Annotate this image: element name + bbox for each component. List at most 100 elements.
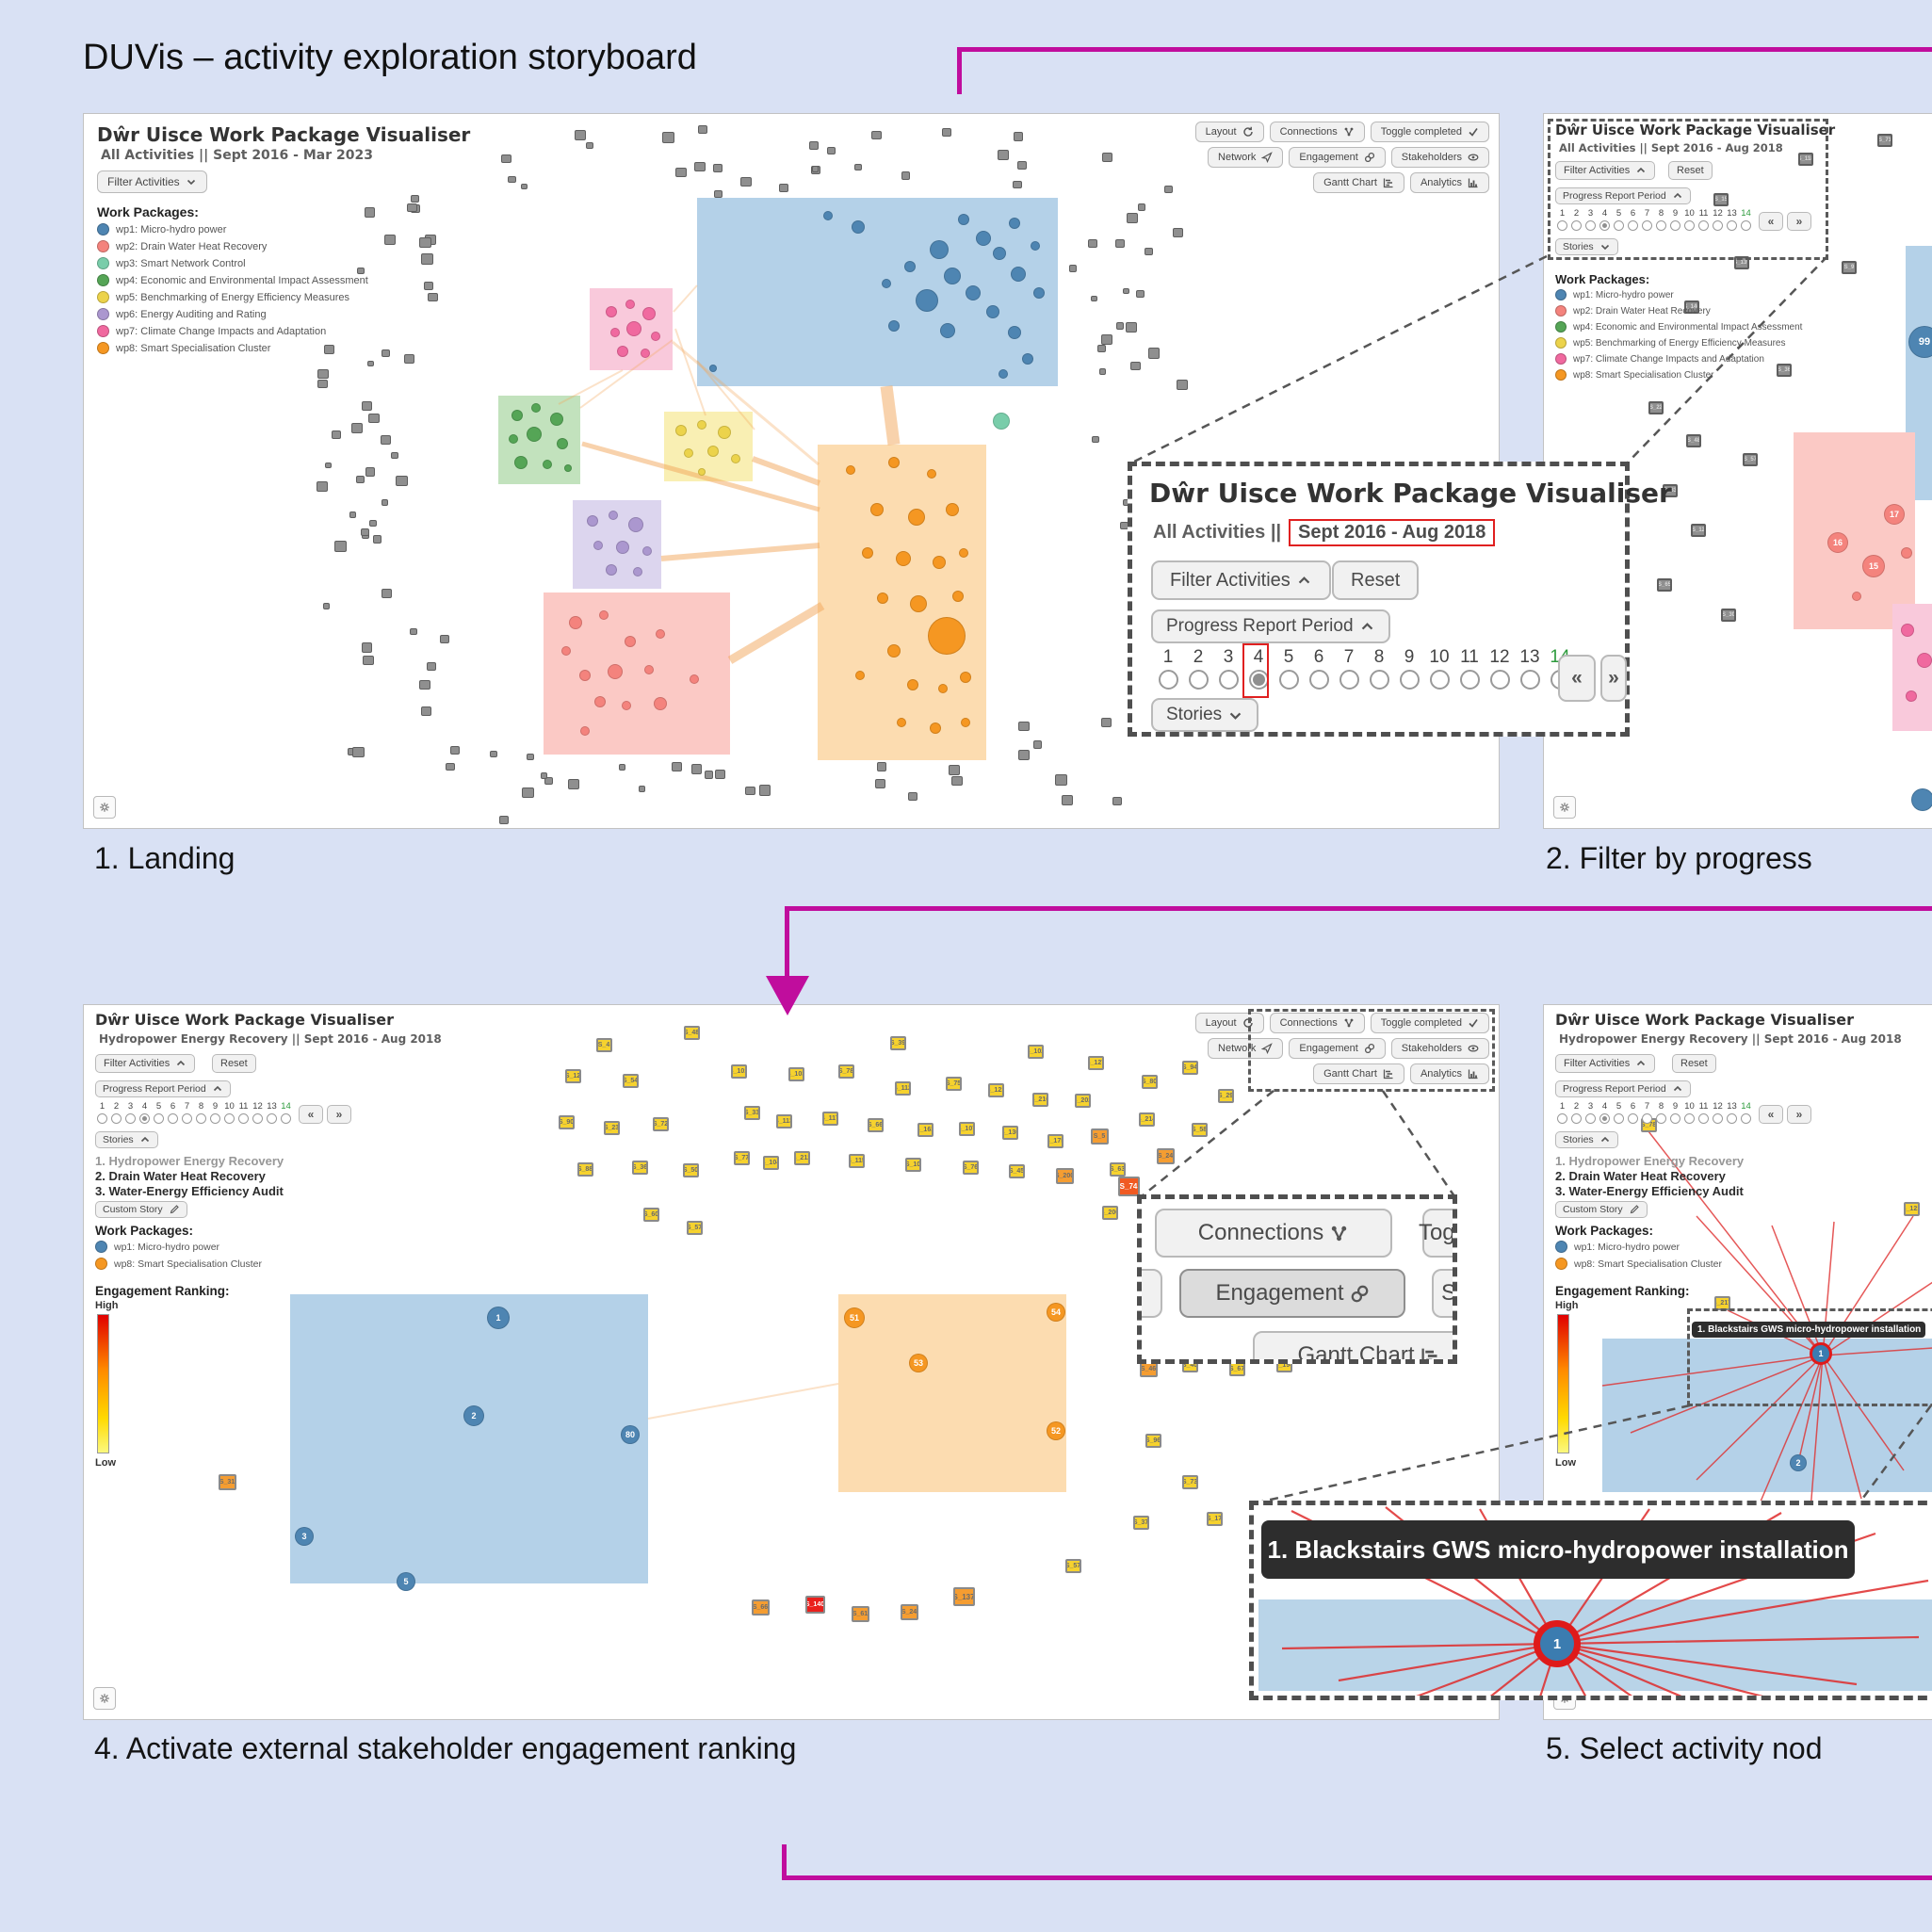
stakeholder-node[interactable] [396,475,408,487]
stakeholder-node-S_121[interactable]: S_121 [1903,1201,1920,1216]
stories-button[interactable]: Stories [1151,698,1259,732]
activity-node[interactable] [1022,353,1033,365]
stakeholder-node[interactable] [390,451,398,459]
settings-gear-button[interactable] [93,796,116,819]
period-radio-10[interactable]: 10 [222,1101,236,1124]
stakeholder-node[interactable] [323,345,334,354]
stakeholders-button[interactable]: Stakeholders [1390,147,1489,168]
activity-node[interactable] [961,718,970,727]
activity-node[interactable] [993,413,1010,430]
activity-node[interactable] [690,674,699,684]
stakeholder-node-S_77[interactable]: S_77 [733,1150,750,1165]
activity-node[interactable] [606,306,617,317]
stakeholder-node-S_10[interactable]: S_10 [904,1157,921,1172]
activity-node[interactable] [606,564,617,576]
story-item-1[interactable]: 1. Hydropower Energy Recovery [95,1154,284,1168]
layout-button[interactable]: Layout [1194,122,1264,142]
gantt-button[interactable]: Gantt Chart [1313,1063,1404,1084]
activity-node[interactable] [697,420,706,430]
stakeholder-node[interactable] [1114,239,1125,249]
activity-node[interactable] [888,457,900,468]
period-radio-14[interactable]: 14 [1739,208,1753,231]
activity-node[interactable] [933,556,946,569]
filter-activities-button[interactable]: Filter Activities [1151,560,1331,600]
reset-button[interactable]: Reset [1668,161,1713,180]
stakeholder-node-S_130[interactable]: S_130 [1001,1125,1018,1140]
activity-node[interactable] [930,722,941,734]
stakeholder-node[interactable] [1013,180,1022,189]
stakeholder-node-S_212[interactable]: S_212 [793,1150,810,1165]
stakeholder-node-S_200[interactable]: S_200 [1055,1167,1074,1184]
engagement-button[interactable]: Engagement [1179,1269,1405,1318]
story-item-2[interactable]: 2. Drain Water Heat Recovery [95,1169,266,1183]
stakeholder-node[interactable] [1055,774,1067,786]
engagement-button[interactable]: Engagement [1289,1038,1386,1059]
activity-node[interactable] [960,672,971,683]
stakeholder-node[interactable] [372,535,382,544]
stakeholder-node-S_57[interactable]: S_57 [1064,1558,1081,1573]
stakeholder-node[interactable] [380,435,391,445]
period-radio-13[interactable]: 13 [1725,1101,1739,1124]
stakeholder-node[interactable] [521,183,528,190]
period-radio-11[interactable]: 11 [1697,1101,1711,1124]
stakeholder-node[interactable] [522,787,535,799]
period-radio-7[interactable]: 7 [180,1101,194,1124]
activity-node[interactable] [709,365,717,372]
period-radio-11[interactable]: 11 [1454,647,1485,690]
legend-item-wp2[interactable]: wp2: Drain Water Heat Recovery [97,240,368,252]
stakeholder-node-S_66[interactable]: S_66 [751,1599,770,1615]
legend-item-wp7[interactable]: wp7: Climate Change Impacts and Adaptati… [97,325,368,337]
stakeholder-node[interactable] [871,130,882,140]
stakeholder-node[interactable] [382,349,390,357]
activity-node[interactable] [993,247,1006,260]
stakeholder-node-S_33[interactable]: S_33 [743,1105,760,1120]
stakeholder-node[interactable] [421,706,431,716]
activity-node[interactable] [641,349,650,358]
network-button[interactable] [1142,1269,1162,1318]
selected-activity-node[interactable]: 1 [1810,1342,1832,1365]
stakeholder-node-S_217[interactable]: S_217 [1713,1295,1730,1310]
stakeholder-node[interactable] [740,177,752,187]
progress-report-period-button[interactable]: Progress Report Period [1151,609,1390,643]
period-radio-2[interactable]: 2 [109,1101,123,1124]
legend-item-wp8[interactable]: wp8: Smart Specialisation Cluster [97,342,368,354]
stakeholder-node[interactable] [427,292,438,302]
story-item-2[interactable]: 2. Drain Water Heat Recovery [1555,1169,1726,1183]
stakeholder-node-S_36[interactable]: S_36 [631,1160,648,1175]
stakeholder-node-S_112[interactable]: S_112 [894,1080,911,1096]
activity-node[interactable] [616,541,629,554]
legend-item-wp8[interactable]: wp8: Smart Specialisation Cluster [1555,1258,1722,1270]
activity-node-15[interactable]: 15 [1862,555,1885,577]
stakeholder-node[interactable] [1101,334,1113,346]
activity-node[interactable] [633,567,642,576]
activity-node[interactable] [561,646,571,656]
stakeholder-node[interactable] [1130,362,1141,371]
reset-button[interactable]: Reset [212,1054,256,1073]
period-radio-4[interactable]: 4 [138,1101,152,1124]
period-radio-3[interactable]: 3 [123,1101,138,1124]
activity-node[interactable] [1901,624,1914,637]
activity-node[interactable] [557,438,568,449]
stakeholder-node-S_12[interactable]: S_12 [1691,524,1706,537]
stakeholder-node[interactable] [445,762,455,771]
stakeholder-node[interactable] [827,147,836,155]
stakeholder-node[interactable] [671,761,682,771]
activity-node-3[interactable]: 3 [295,1527,314,1546]
stakeholder-node[interactable] [1016,160,1028,170]
activity-node-80[interactable]: 80 [621,1425,640,1444]
stakeholder-node-S_202[interactable]: S_202 [1074,1093,1091,1108]
activity-node[interactable] [1031,241,1040,251]
legend-item-wp1[interactable]: wp1: Micro-hydro power [97,223,368,235]
period-radio-9[interactable]: 9 [1668,1101,1682,1124]
period-radio-10[interactable]: 10 [1682,1101,1697,1124]
stakeholder-node-S_96[interactable]: S_96 [1145,1433,1161,1448]
stakeholder-node[interactable] [1068,265,1077,272]
activity-node-99[interactable]: 99 [1908,326,1932,358]
stakeholder-node-S_72[interactable]: S_72 [652,1116,669,1131]
stakeholder-node-S_214[interactable]: S_214 [1138,1112,1155,1127]
activity-node[interactable] [986,305,999,318]
legend-item-wp7[interactable]: wp7: Climate Change Impacts and Adaptati… [1555,353,1802,365]
stakeholder-node[interactable] [1062,795,1073,805]
stakeholder-node-S_78[interactable]: S_78 [837,1063,854,1079]
stakeholder-node[interactable] [1090,295,1097,301]
